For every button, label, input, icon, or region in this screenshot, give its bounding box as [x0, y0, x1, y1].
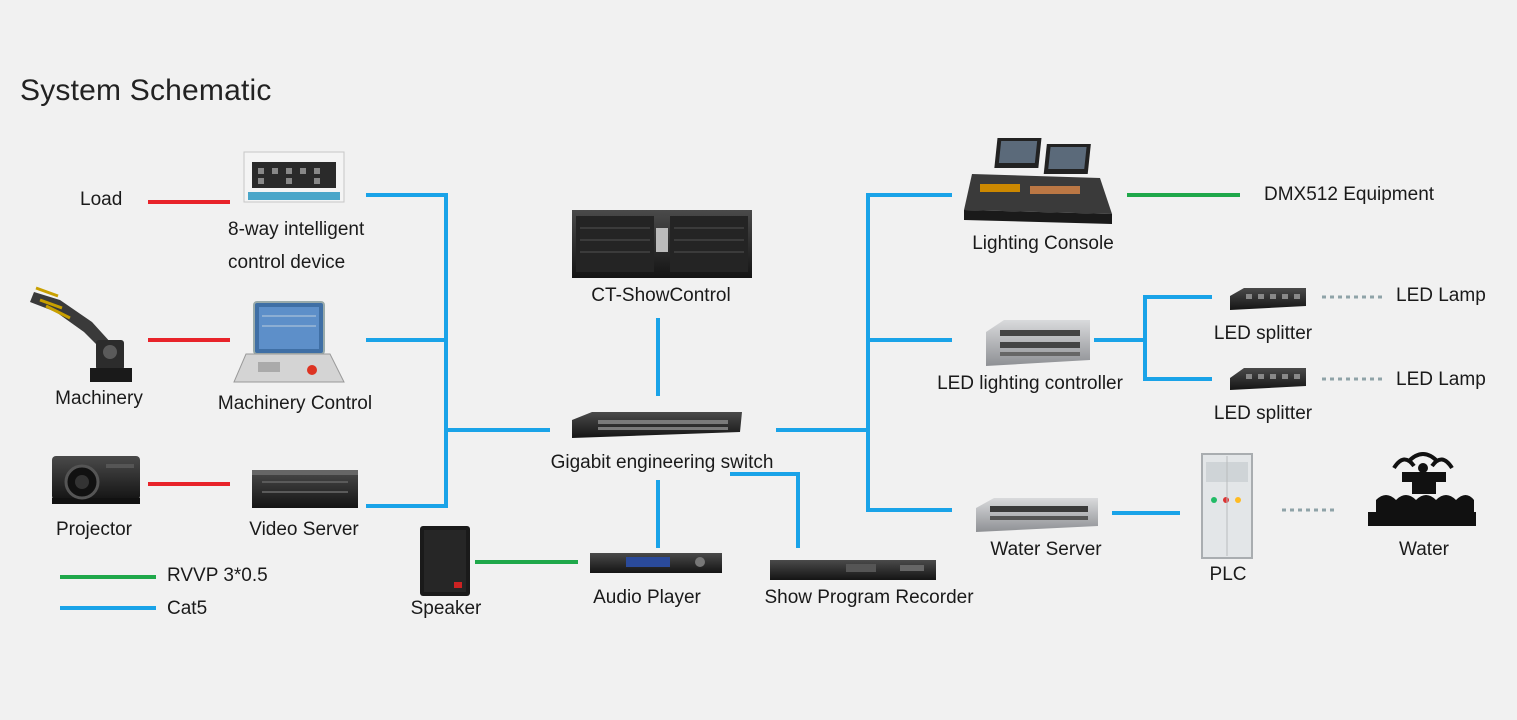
red-connection-lines [148, 200, 230, 486]
right-bus [866, 193, 952, 512]
led-lamp-1-label: LED Lamp [1396, 285, 1486, 306]
led-splitter-icon [1230, 288, 1306, 310]
rack-server-icon [252, 470, 358, 508]
plc-label: PLC [1209, 564, 1247, 585]
intelligent-device-label-line1: 8-way intelligent [228, 219, 365, 240]
led-splitter-2-label: LED splitter [1213, 403, 1313, 424]
lighting-console-label: Lighting Console [972, 233, 1114, 254]
water-server-label: Water Server [990, 539, 1102, 560]
intelligent-control-panel-icon [243, 151, 345, 203]
control-console-icon [233, 301, 345, 383]
splitter-branch [1143, 295, 1212, 381]
plc-cabinet-icon [1201, 453, 1253, 559]
network-switch-icon [572, 412, 742, 438]
machinery-control-label: Machinery Control [217, 393, 373, 414]
projector-icon [52, 456, 140, 504]
gigabit-switch-label: Gigabit engineering switch [550, 452, 774, 473]
legend-cat5-label: Cat5 [167, 598, 208, 619]
speaker-label: Speaker [410, 598, 482, 619]
show-program-recorder-label: Show Program Recorder [764, 587, 974, 608]
left-bus-top [366, 193, 448, 508]
led-controller-icon [986, 320, 1090, 366]
audio-player-label: Audio Player [593, 587, 701, 608]
robot-arm-icon [30, 286, 132, 382]
video-server-label: Video Server [249, 519, 359, 540]
projector-label: Projector [55, 519, 133, 540]
switch-to-recorder [730, 472, 800, 548]
rvvp-connection-lines [475, 193, 1240, 564]
water-label: Water [1399, 539, 1449, 560]
fountain-icon [1368, 452, 1476, 526]
load-label: Load [80, 189, 123, 210]
dotted-connection-lines [1282, 295, 1382, 512]
legend-rvvp-label: RVVP 3*0.5 [167, 565, 268, 586]
machinery-label: Machinery [55, 388, 143, 409]
audio-player-icon [590, 553, 722, 573]
water-server-icon [976, 498, 1098, 532]
lighting-console-icon [964, 138, 1112, 224]
dmx512-label: DMX512 Equipment [1264, 184, 1435, 205]
led-splitter-1-label: LED splitter [1213, 323, 1313, 344]
cat5-connection-lines [366, 193, 1212, 548]
intelligent-device-label-line2: control device [228, 252, 346, 273]
speaker-icon [420, 526, 470, 596]
led-splitter-icon [1230, 368, 1306, 390]
recorder-icon [770, 560, 936, 580]
ct-showcontrol-label: CT-ShowControl [591, 285, 731, 306]
page-title: System Schematic [20, 74, 272, 107]
led-controller-label: LED lighting controller [937, 373, 1123, 394]
led-lamp-2-label: LED Lamp [1396, 369, 1486, 390]
rack-chassis-icon [572, 210, 752, 278]
